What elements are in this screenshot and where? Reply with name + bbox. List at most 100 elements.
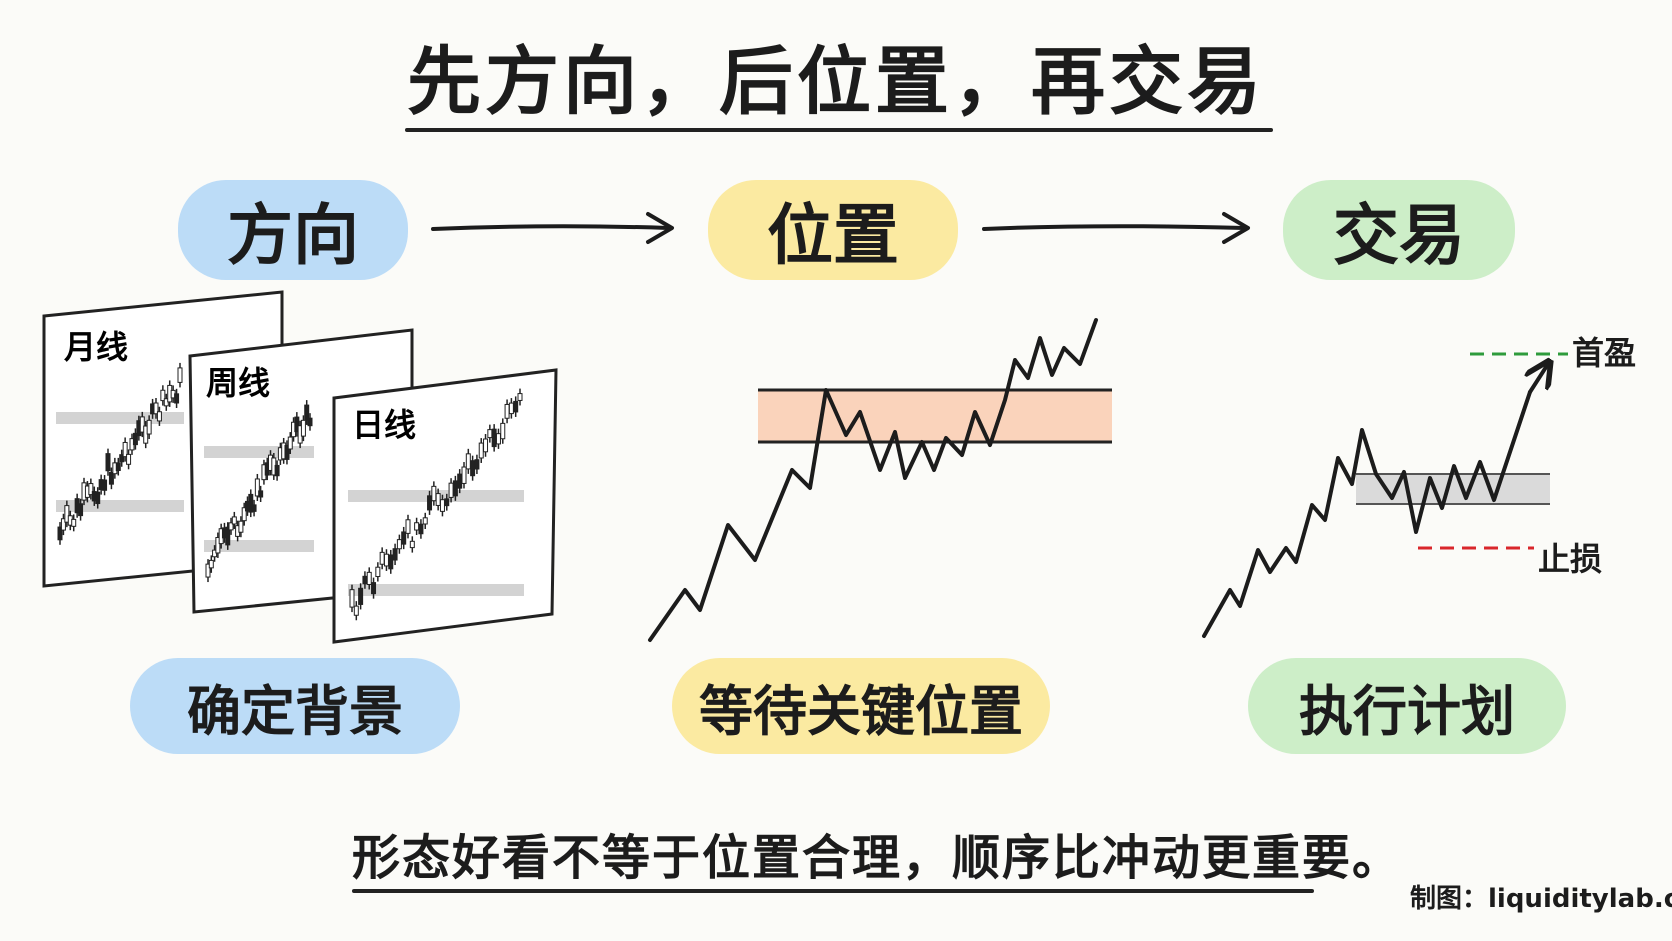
candle-body: [444, 498, 450, 507]
candle-body: [470, 460, 476, 477]
caption-execute-pill: 执行计划: [1248, 658, 1566, 754]
candle-body: [119, 454, 125, 463]
candle-body: [300, 419, 306, 437]
candle-body: [517, 393, 523, 401]
candle-body: [487, 429, 493, 439]
candle-body: [465, 453, 471, 470]
candle-body: [153, 402, 159, 415]
key-zone-band: [758, 390, 1112, 442]
candle-body: [78, 503, 84, 517]
candle-body: [452, 480, 458, 497]
candle-body: [448, 482, 454, 498]
timeframe-label-daily: 日线: [352, 406, 416, 444]
candle-body: [139, 416, 145, 433]
candle-body: [366, 571, 372, 585]
candle-body: [375, 566, 381, 578]
footer-text: 形态好看不等于位置合理，顺序比冲动更重要。: [352, 830, 1403, 886]
footer-underline: [352, 889, 1314, 893]
level-band: [204, 446, 314, 458]
candle-body: [225, 526, 231, 546]
candle-body: [177, 367, 183, 383]
candle-body: [284, 444, 290, 460]
candle-body: [371, 582, 377, 595]
title-underline: [405, 128, 1273, 132]
candle-body: [102, 479, 108, 491]
caption-wait-pill: 等待关键位置: [672, 658, 1050, 754]
candle-body: [396, 539, 402, 550]
candle-body: [254, 478, 260, 497]
candle-body: [143, 425, 149, 444]
candle-body: [478, 442, 484, 459]
timeframe-label-monthly: 月线: [64, 328, 128, 366]
page-title: 先方向，后位置，再交易: [407, 39, 1265, 125]
candle-body: [160, 389, 166, 402]
candle-body: [474, 459, 480, 470]
candle-body: [435, 493, 441, 506]
candle-body: [57, 526, 63, 541]
candle-body: [115, 462, 121, 472]
candle-body: [122, 441, 128, 458]
candle-body: [439, 499, 445, 512]
candle-body: [241, 507, 247, 522]
candle-body: [504, 403, 510, 419]
breakout-arrow: [1530, 364, 1548, 394]
candle-body: [409, 540, 415, 549]
candle-body: [405, 519, 411, 534]
candle-body: [358, 587, 364, 605]
level-band: [204, 540, 314, 552]
caption-context-pill: 确定背景: [130, 658, 460, 754]
level-band: [56, 412, 184, 424]
timeframe-label-weekly: 周线: [206, 364, 270, 402]
credit-text: 制图：liquiditylab.org: [1410, 884, 1672, 914]
candle-body: [71, 518, 77, 527]
candle-body: [132, 432, 138, 446]
candle-body: [64, 505, 70, 523]
candle-body: [88, 483, 94, 496]
candle-body: [238, 520, 244, 533]
candle-body: [274, 464, 280, 477]
candle-body: [126, 453, 132, 465]
candle-body: [401, 531, 407, 545]
candle-body: [215, 537, 221, 554]
candle-body: [228, 522, 234, 531]
step-direction-pill: 方向: [178, 180, 408, 280]
candle-body: [248, 493, 254, 513]
candle-body: [383, 553, 389, 567]
candle-body: [95, 491, 101, 505]
candle-body: [392, 548, 398, 561]
candle-body: [483, 438, 489, 453]
candle-body: [108, 472, 114, 485]
candle-body: [287, 436, 293, 450]
candle-body: [414, 522, 420, 531]
candle-body: [427, 495, 433, 511]
candle-body: [251, 504, 257, 512]
candle-body: [461, 466, 467, 484]
candle-body: [146, 419, 152, 435]
candle-body: [422, 517, 428, 525]
candle-body: [388, 554, 394, 570]
candle-body: [500, 422, 506, 440]
candle-body: [508, 402, 514, 415]
candle-body: [105, 453, 111, 472]
price-path-trade: [1202, 390, 1532, 638]
step-trade-pill: 交易: [1283, 180, 1515, 280]
candle-body: [258, 490, 264, 498]
candle-body: [174, 393, 180, 404]
candle-body: [294, 416, 300, 433]
candle-body: [431, 485, 437, 502]
candle-body: [491, 428, 497, 448]
candle-body: [513, 400, 519, 413]
candle-body: [418, 523, 424, 535]
candle-body: [231, 516, 237, 525]
candle-body: [379, 551, 385, 565]
level-band: [56, 500, 184, 512]
candle-body: [304, 404, 310, 421]
target-label: 首盈: [1572, 334, 1636, 372]
trade-chart: 首盈 止损: [1202, 334, 1636, 638]
candle-body: [156, 411, 162, 422]
arrow-position-to-trade: [982, 212, 1250, 244]
stop-loss-label: 止损: [1538, 540, 1602, 578]
candle-body: [208, 559, 214, 569]
arrow-direction-to-position: [431, 212, 674, 244]
